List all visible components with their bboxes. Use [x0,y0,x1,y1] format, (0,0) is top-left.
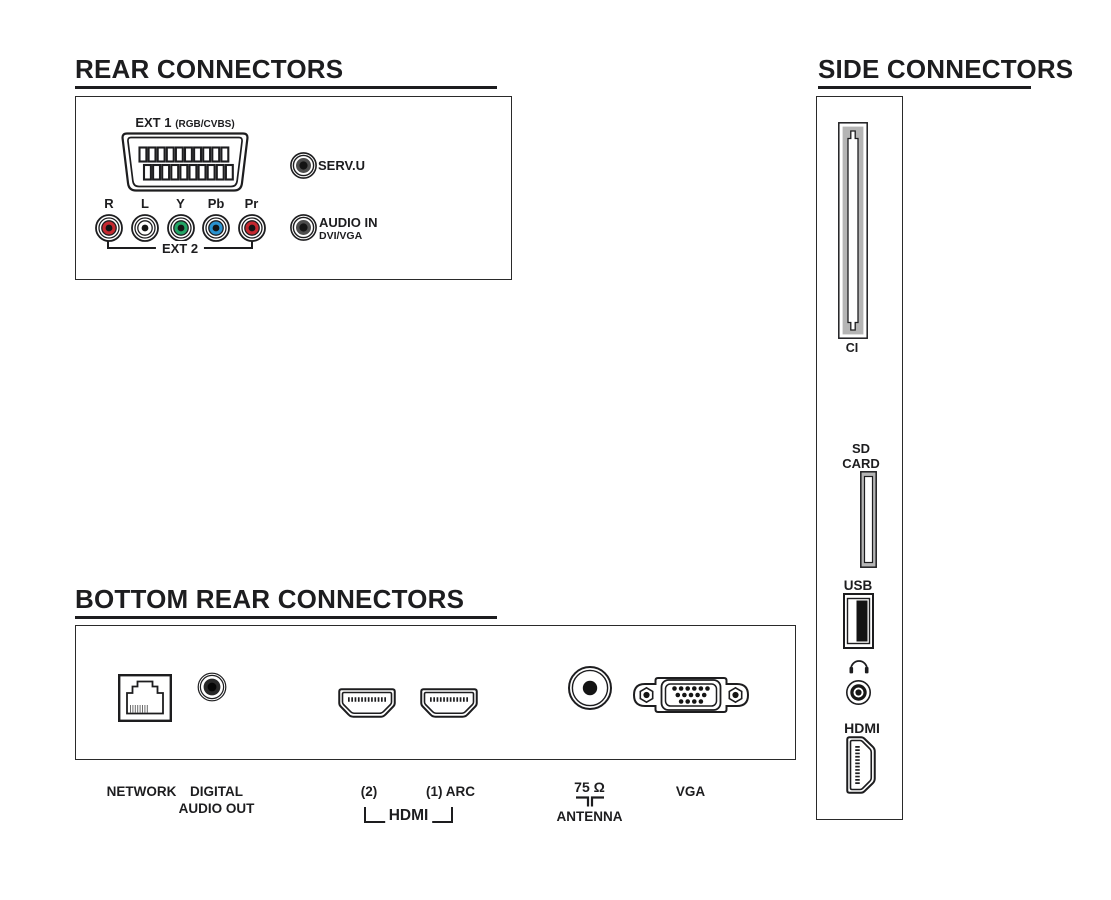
rca-label-r: R [104,196,114,211]
rear-connectors-panel: EXT 1 (RGB/CVBS) R L Y Pb Pr [75,96,512,280]
rca-jack-pb [202,214,230,242]
ci-slot [838,122,868,339]
side-connectors-title: SIDE CONNECTORS [818,54,1074,84]
audio-in-sub-label: DVI/VGA [319,229,363,242]
hdmi-group-label: HDMI [384,807,433,825]
rca-label-pb: Pb [207,196,225,211]
digital-audio-label-line1: DIGITAL [190,784,243,799]
digital-audio-label-line2: AUDIO OUT [178,801,255,816]
headphone-jack [846,679,872,705]
audio-in-label: AUDIO IN [319,214,378,230]
network-label: NETWORK [106,784,177,799]
antenna-connector [567,666,612,710]
headphone-icon [849,660,869,674]
servu-jack [289,151,317,179]
rca-label-pr: Pr [244,196,259,211]
vga-port [632,677,750,713]
antenna-symbol-icon [575,796,604,807]
rca-label-y: Y [176,196,185,211]
antenna-impedance-label: 75 Ω [574,779,605,795]
ext1-label-group: EXT 1 (RGB/CVBS) [135,115,234,130]
side-hdmi-port [846,736,876,794]
ext1-label: EXT 1 [135,115,172,130]
rca-jack-pr [237,214,266,242]
rear-title-underline [75,86,497,89]
ext2-bracket: EXT 2 [107,241,253,256]
usb-label: USB [843,578,873,593]
sd-card-slot [860,471,877,568]
hdmi1-arc-port [420,688,478,718]
hdmi2-port [338,688,396,718]
hdmi-group-bracket: HDMI [364,807,453,825]
vga-label: VGA [675,784,706,799]
ci-label: CI [845,341,859,355]
antenna-label: ANTENNA [556,809,623,824]
rca-jack-y [166,214,195,242]
side-title-underline [818,86,1031,89]
bottom-rear-connectors-title: BOTTOM REAR CONNECTORS [75,584,465,614]
sd-label-line2: CARD [842,455,880,471]
usb-port [843,593,874,649]
digital-audio-out-jack [197,672,227,702]
scart-connector-graphic [121,132,249,192]
hdmi1-arc-label: (1) ARC [426,784,475,799]
rear-connectors-title: REAR CONNECTORS [75,54,344,84]
audio-in-jack [289,213,317,241]
rca-jack-l [131,214,159,242]
sd-label-line1: SD [851,441,871,456]
ext2-label: EXT 2 [155,241,205,256]
side-hdmi-label: HDMI [844,719,880,736]
network-port [118,674,172,722]
bottom-title-underline [75,616,497,619]
rca-jack-r [95,214,123,242]
rca-label-l: L [141,196,149,211]
servu-label: SERV.U [318,158,365,173]
hdmi2-label: (2) [360,784,378,799]
ext1-sub-label: (RGB/CVBS) [175,119,235,130]
